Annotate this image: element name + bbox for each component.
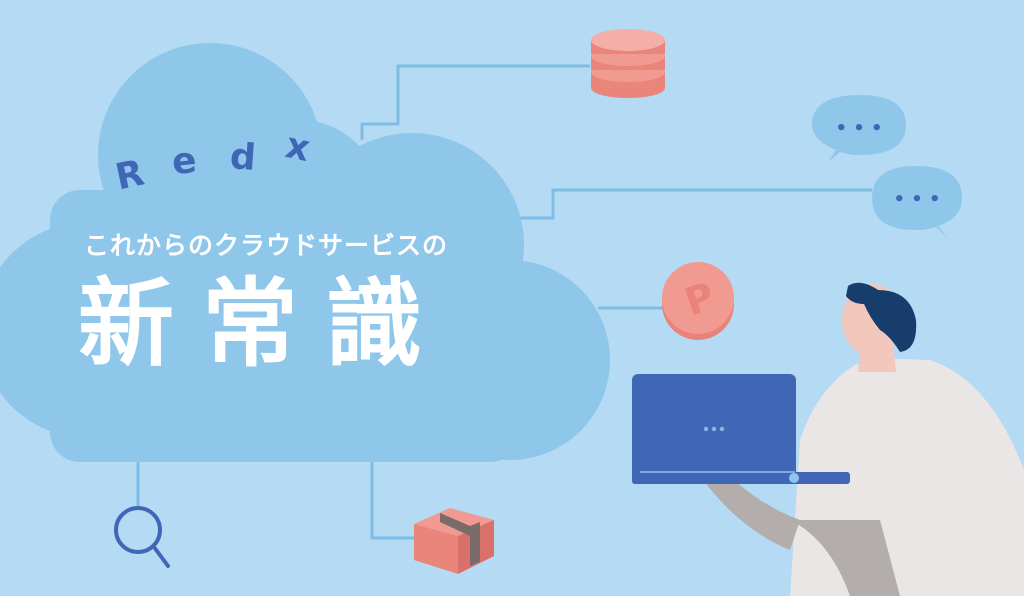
brand-letter-r: R [111,152,148,199]
search-icon [114,506,170,568]
cloud-shape [0,43,610,462]
brand-letter-d: d [228,136,258,179]
connector-database [360,64,590,140]
chat-dots-top: • • • [835,118,882,139]
chat-dots-bottom: • • • [893,189,940,210]
person-illustration [700,282,1024,596]
brand-logo: R e d x [110,125,330,199]
box-icon [414,508,494,574]
hero-subtitle: これからのクラウドサービスの [84,231,449,260]
hero-headline: 新常識 [78,268,450,380]
laptop-dots [703,426,725,432]
connector-chat [505,188,872,220]
chat-bubble-bottom-icon [872,166,962,238]
brand-letter-e: e [169,139,199,184]
coin-icon [662,262,734,340]
brand-letter-x: x [282,125,314,170]
chat-bubble-top-icon [812,95,906,162]
connector-box [370,462,418,540]
connector-lines [136,64,872,540]
database-icon [591,29,665,98]
